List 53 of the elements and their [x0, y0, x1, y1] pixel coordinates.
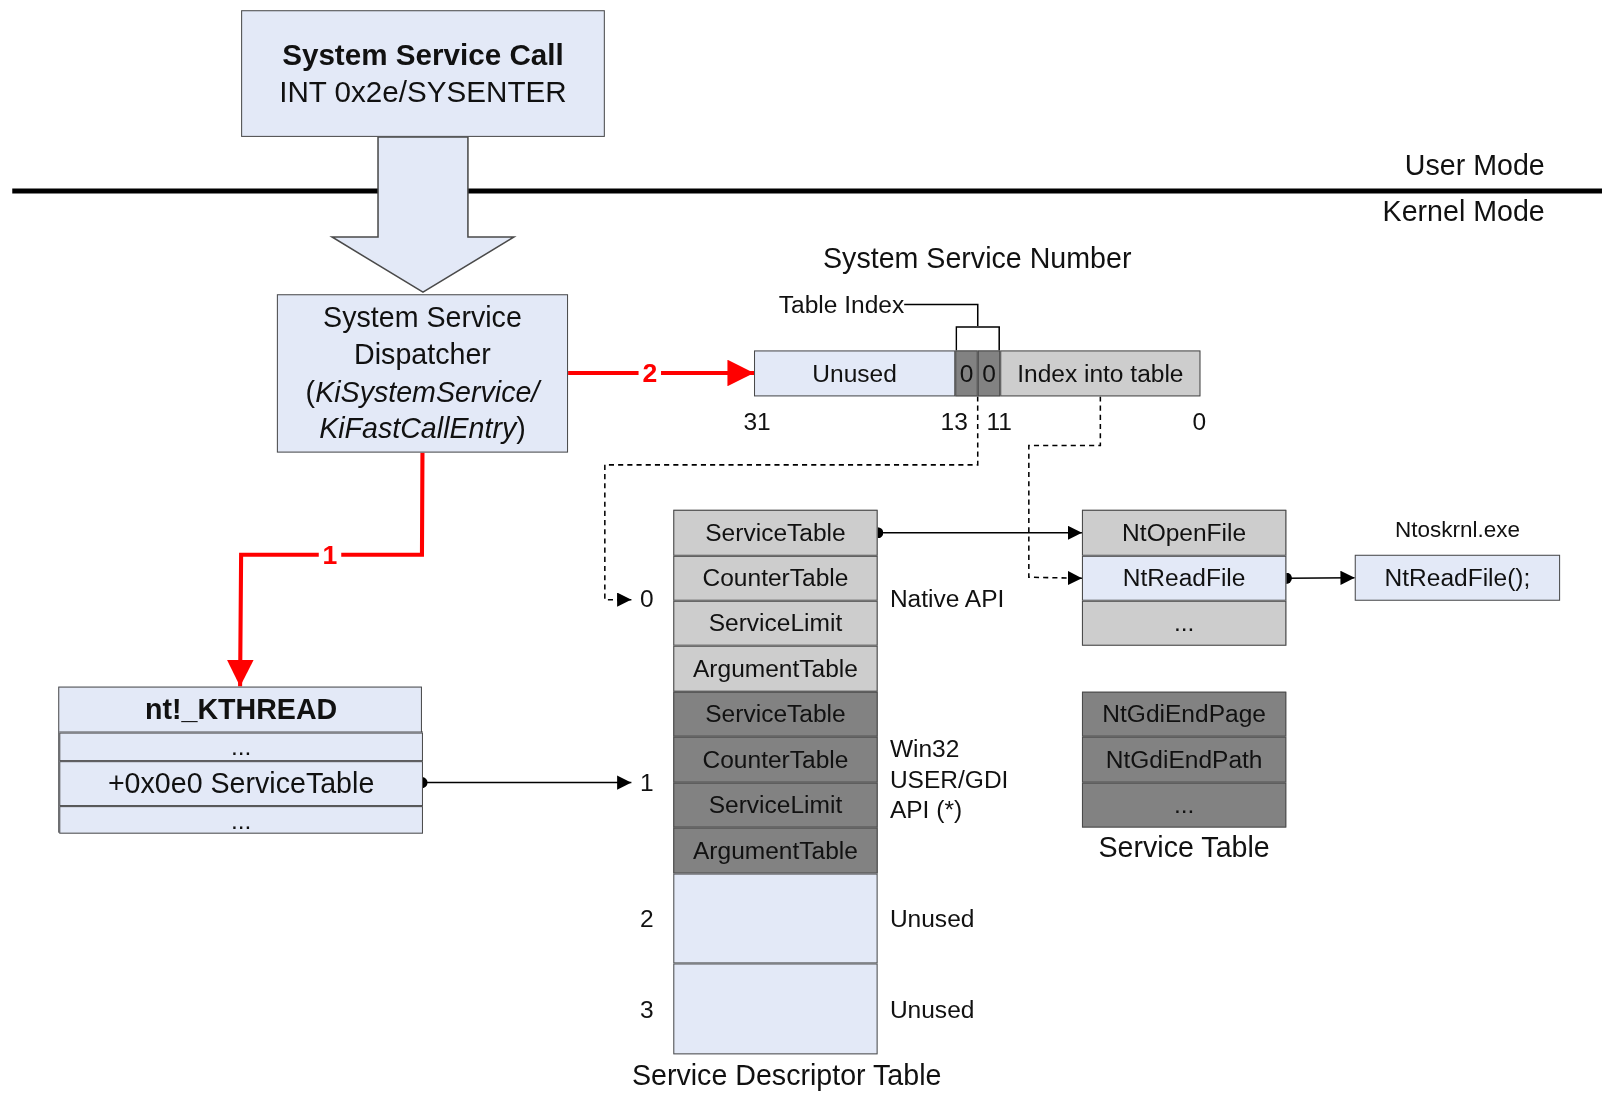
process-box: [241, 10, 605, 137]
side-note: Unused: [889, 903, 976, 934]
table-row: ServiceTable: [673, 509, 878, 556]
table-row: ...: [1081, 600, 1287, 646]
table-row: ArgumentTable: [673, 645, 878, 692]
table-row: ...: [59, 732, 423, 762]
heading: System Service Number: [822, 243, 1133, 274]
index-number: 2: [638, 903, 655, 934]
side-note: Native API: [889, 583, 1006, 614]
side-note: Ntoskrnl.exe: [1393, 516, 1521, 545]
index-number: 0: [638, 583, 655, 614]
box-title: System Service Call: [282, 37, 564, 74]
table-row: CounterTable: [673, 555, 878, 601]
bit-field-segment: Index into table: [1000, 350, 1201, 397]
table-row: ServiceLimit: [673, 600, 878, 646]
arrow: [568, 359, 754, 387]
bit-number: 11: [985, 407, 1013, 437]
dashed-arrow: [1028, 395, 1102, 586]
table-row: ServiceTable: [673, 691, 878, 737]
table-row: NtOpenFile: [1081, 509, 1287, 556]
bit-number: 13: [939, 407, 969, 437]
bit-field-segment: 0: [955, 350, 978, 397]
heading: Service Descriptor Table: [630, 1058, 943, 1094]
process-box: System Service Dispatcher (KiSystemService/ KiFastCallEntry): [276, 294, 569, 453]
table-row: ServiceLimit: [673, 782, 878, 828]
mode-label: Kernel Mode: [1381, 195, 1545, 229]
table-row: NtGdiEndPath: [1081, 736, 1287, 783]
function-box: NtReadFile();: [1354, 554, 1561, 601]
bit-number: 31: [742, 407, 772, 437]
side-note: Win32 USER/GDI API (*): [889, 733, 1010, 826]
table-header: nt!_KTHREAD: [59, 687, 423, 733]
table-row: NtGdiEndPage: [1081, 691, 1287, 737]
index-number: 3: [638, 994, 655, 1025]
arrow: [227, 452, 425, 687]
table-row: +0x0e0 ServiceTable: [59, 761, 423, 807]
mode-label: User Mode: [1403, 149, 1545, 183]
table-row: ...: [1081, 782, 1287, 828]
table-row: ...: [59, 806, 423, 834]
box-text: INT 0x2e/SYSENTER: [279, 74, 567, 111]
dashed-arrow: [604, 395, 979, 607]
struct-box: [58, 686, 422, 833]
side-note: Unused: [889, 994, 976, 1025]
block-arrow: [329, 136, 517, 294]
index-number: 1: [638, 767, 655, 798]
table-row: CounterTable: [673, 736, 878, 783]
callout-label: Table Index: [761, 290, 905, 319]
bit-field-segment: 0: [977, 350, 1001, 397]
table-row: NtReadFile: [1081, 555, 1287, 601]
leader-line: [903, 303, 979, 327]
heading: Service Table: [1097, 830, 1271, 866]
bit-number: 0: [1191, 407, 1208, 437]
table-row: ArgumentTable: [673, 827, 878, 874]
bit-field-segment: Unused: [754, 350, 956, 397]
